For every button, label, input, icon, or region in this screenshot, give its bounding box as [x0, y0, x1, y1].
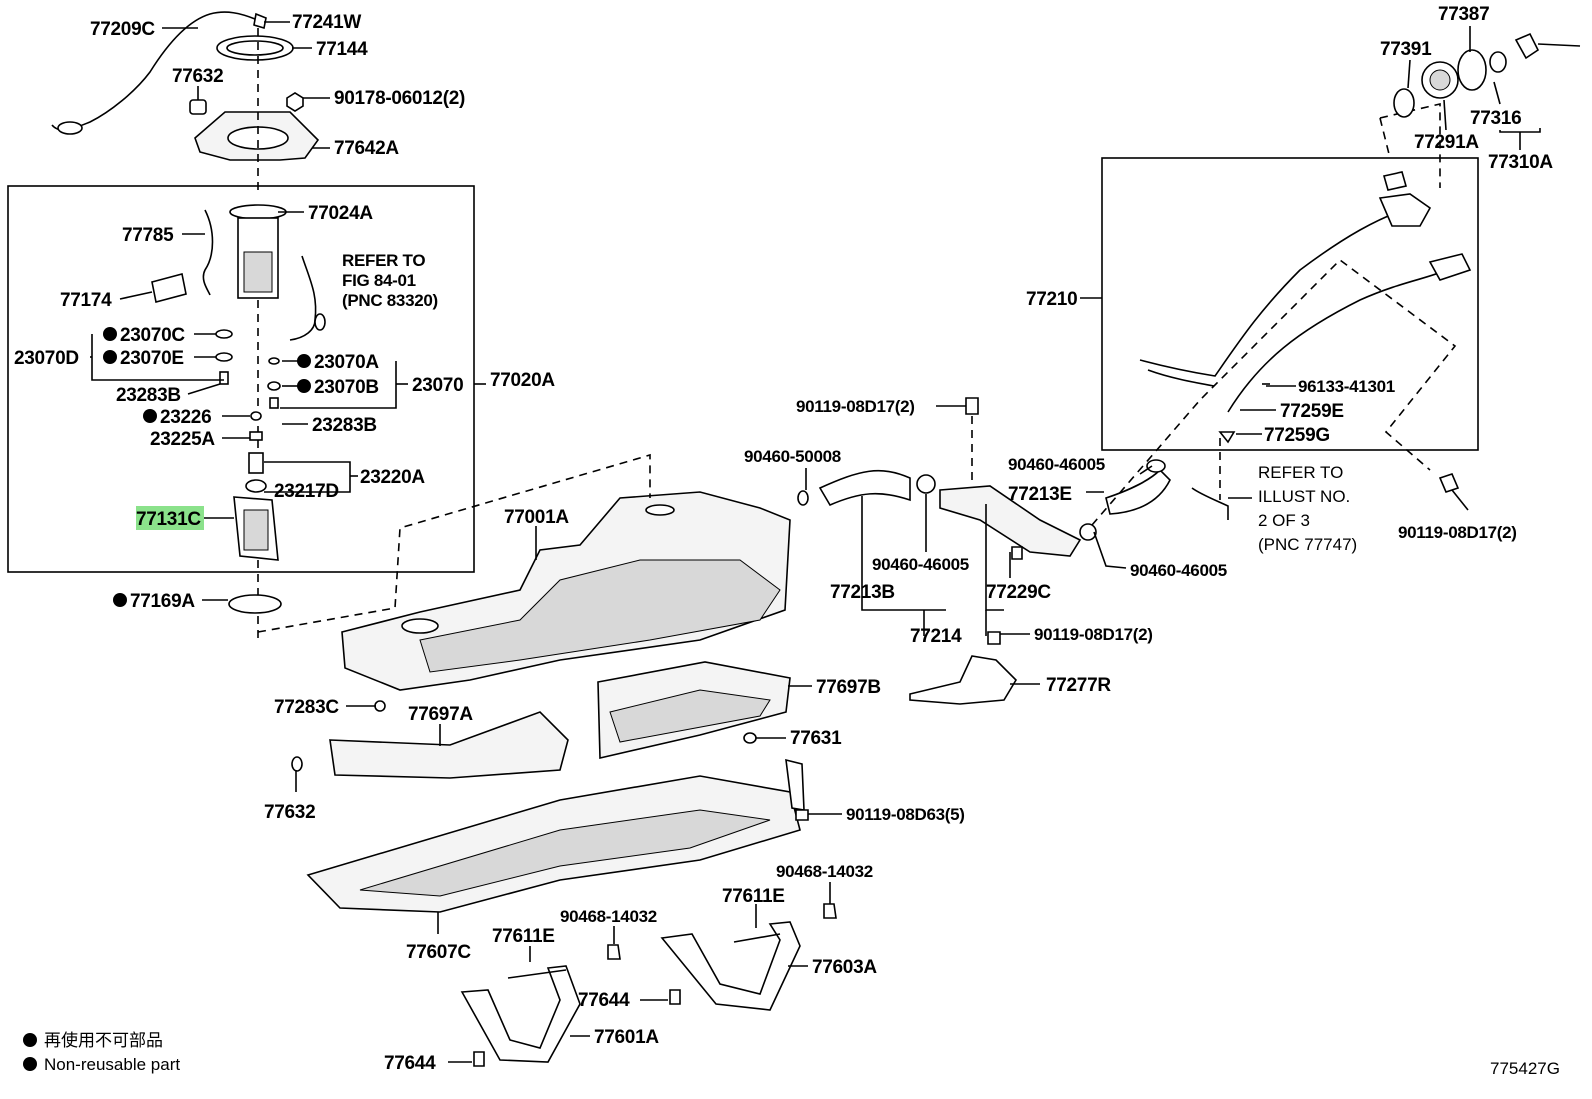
label-77631[interactable]: 77631 — [790, 728, 842, 749]
label-77174[interactable]: 77174 — [60, 290, 112, 311]
label-77310A[interactable]: 77310A — [1488, 152, 1554, 173]
label-77632-top[interactable]: 77632 — [172, 66, 224, 87]
label-77642A[interactable]: 77642A — [334, 138, 400, 159]
label-77632-bottom[interactable]: 77632 — [264, 802, 316, 823]
label-23070E[interactable]: 23070E — [120, 348, 184, 369]
label-23226[interactable]: 23226 — [160, 407, 212, 428]
label-77259G[interactable]: 77259G — [1264, 425, 1330, 446]
label-77644-middle[interactable]: 77644 — [578, 990, 630, 1011]
label-90468-14032-left[interactable]: 90468-14032 — [560, 907, 657, 926]
highlight-77131C — [136, 506, 204, 530]
refer-fig-line-2[interactable]: FIG 84-01 — [342, 271, 416, 290]
label-90460-50008[interactable]: 90460-50008 — [744, 447, 841, 466]
label-77241W[interactable]: 77241W — [292, 12, 362, 33]
refer-illust-line-4[interactable]: (PNC 77747) — [1258, 535, 1357, 554]
label-77001A[interactable]: 77001A — [504, 507, 570, 528]
label-77291A[interactable]: 77291A — [1414, 132, 1480, 153]
refer-illust-line-1[interactable]: REFER TO — [1258, 463, 1343, 482]
label-90119-08D17-a[interactable]: 90119-08D17(2) — [796, 397, 915, 416]
strap-left — [460, 965, 581, 1063]
refer-illust-note: REFER TO ILLUST NO. 2 OF 3 (PNC 77747) — [1258, 463, 1357, 554]
label-77210[interactable]: 77210 — [1026, 289, 1078, 310]
label-23217D[interactable]: 23217D — [274, 481, 339, 502]
refer-illust-line-3[interactable]: 2 OF 3 — [1258, 511, 1310, 530]
label-77259E[interactable]: 77259E — [1280, 401, 1344, 422]
label-77607C[interactable]: 77607C — [406, 942, 472, 963]
pump-module-frame — [7, 185, 475, 573]
label-77644-bottom[interactable]: 77644 — [384, 1053, 436, 1074]
wire-connector — [57, 121, 83, 135]
label-77283C[interactable]: 77283C — [274, 697, 340, 718]
label-23283B-left[interactable]: 23283B — [116, 385, 181, 406]
label-77213E[interactable]: 77213E — [1008, 484, 1072, 505]
label-77603A[interactable]: 77603A — [812, 957, 878, 978]
non-reusable-marker-icon — [143, 409, 157, 423]
refer-fig-note: REFER TO FIG 84-01 (PNC 83320) — [342, 251, 438, 310]
label-23070C[interactable]: 23070C — [120, 325, 186, 346]
label-77229C[interactable]: 77229C — [986, 582, 1052, 603]
part-labels: 77209C 77241W 77144 77632 90178-06012(2)… — [14, 4, 1554, 1074]
legend-english: Non-reusable part — [44, 1055, 180, 1074]
legend: 再使用不可部品 Non-reusable part — [23, 1030, 180, 1074]
label-77391[interactable]: 77391 — [1380, 39, 1432, 60]
label-77024A[interactable]: 77024A — [308, 203, 374, 224]
label-77277R[interactable]: 77277R — [1046, 675, 1112, 696]
label-90119-08D63[interactable]: 90119-08D63(5) — [846, 805, 965, 824]
label-77697B[interactable]: 77697B — [816, 677, 881, 698]
label-77601A[interactable]: 77601A — [594, 1027, 660, 1048]
refer-fig-line-3[interactable]: (PNC 83320) — [342, 291, 438, 310]
part-illustrations — [7, 11, 1581, 1067]
non-reusable-marker-icon — [297, 379, 311, 393]
leader-lines — [90, 21, 1541, 1063]
label-77169A[interactable]: 77169A — [130, 591, 196, 612]
label-90119-08D17-c[interactable]: 90119-08D17(2) — [1398, 523, 1517, 542]
label-23220A[interactable]: 23220A — [360, 467, 426, 488]
non-reusable-marker-icon — [113, 593, 127, 607]
non-reusable-marker-icon — [103, 327, 117, 341]
label-77697A[interactable]: 77697A — [408, 704, 474, 725]
label-23070A[interactable]: 23070A — [314, 352, 380, 373]
label-90460-46005-a[interactable]: 90460-46005 — [872, 555, 969, 574]
refer-illust-line-2[interactable]: ILLUST NO. — [1258, 487, 1350, 506]
label-96133-41301[interactable]: 96133-41301 — [1298, 377, 1395, 396]
legend-japanese: 再使用不可部品 — [44, 1030, 163, 1050]
filler-pipe-frame — [1101, 157, 1479, 451]
label-77316[interactable]: 77316 — [1470, 108, 1522, 129]
label-77611E-left[interactable]: 77611E — [492, 926, 555, 947]
label-90468-14032-right[interactable]: 90468-14032 — [776, 862, 873, 881]
label-77387[interactable]: 77387 — [1438, 4, 1490, 25]
label-23070D[interactable]: 23070D — [14, 348, 79, 369]
non-reusable-marker-icon — [297, 354, 311, 368]
label-23225A[interactable]: 23225A — [150, 429, 216, 450]
refer-fig-line-1[interactable]: REFER TO — [342, 251, 426, 270]
label-77214[interactable]: 77214 — [910, 626, 962, 647]
strap-right — [660, 921, 801, 1011]
label-23283B-right[interactable]: 23283B — [312, 415, 377, 436]
figure-code: 775427G — [1490, 1059, 1560, 1078]
label-77144[interactable]: 77144 — [316, 39, 368, 60]
non-reusable-marker-icon — [103, 350, 117, 364]
label-77213B[interactable]: 77213B — [830, 582, 895, 603]
label-77131C[interactable]: 77131C — [136, 509, 202, 530]
label-90178-06012[interactable]: 90178-06012(2) — [334, 88, 465, 109]
filled-circle-icon — [23, 1057, 37, 1071]
label-90460-46005-c[interactable]: 90460-46005 — [1130, 561, 1227, 580]
label-77785[interactable]: 77785 — [122, 225, 174, 246]
label-90460-46005-b[interactable]: 90460-46005 — [1008, 455, 1105, 474]
label-23070[interactable]: 23070 — [412, 375, 464, 396]
label-90119-08D17-b[interactable]: 90119-08D17(2) — [1034, 625, 1153, 644]
label-23070B[interactable]: 23070B — [314, 377, 379, 398]
label-77209C[interactable]: 77209C — [90, 19, 156, 40]
filled-circle-icon — [23, 1033, 37, 1047]
label-77611E-right[interactable]: 77611E — [722, 886, 785, 907]
label-77020A[interactable]: 77020A — [490, 370, 556, 391]
